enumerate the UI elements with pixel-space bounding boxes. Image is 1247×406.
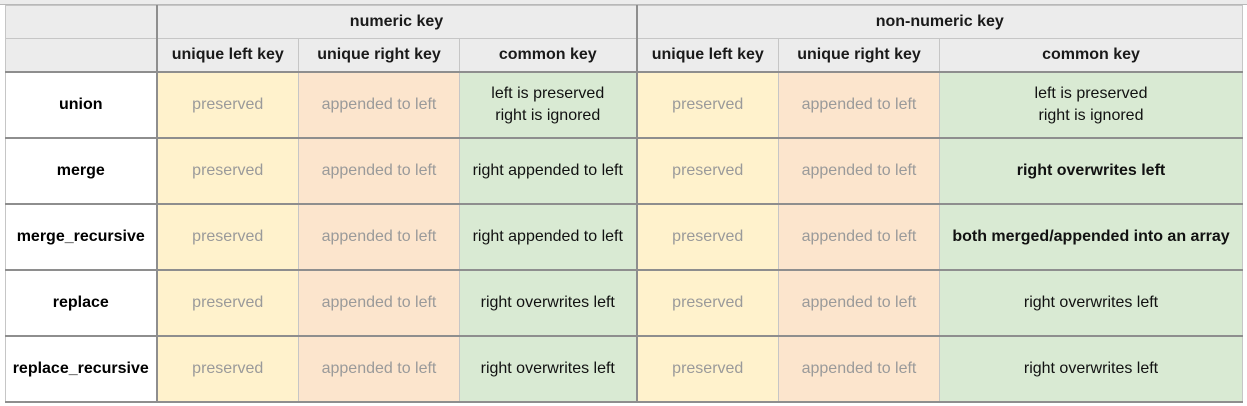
cell-non-numeric-unique-left[interactable]: preserved (636, 335, 779, 403)
cell-numeric-common[interactable]: right overwrites left (459, 335, 638, 403)
cell-line: right is ignored (1038, 106, 1144, 124)
column-header-non-numeric-unique-right[interactable]: unique right key (778, 38, 940, 73)
cell-line: right overwrites left (480, 293, 615, 311)
cell-line: left is preserved (1034, 84, 1148, 102)
cell-line: right overwrites left (1023, 293, 1159, 311)
cell-non-numeric-unique-left[interactable]: preserved (636, 71, 779, 139)
cell-non-numeric-unique-right[interactable]: appended to left (778, 335, 940, 403)
row-label[interactable]: replace (5, 269, 158, 337)
column-header-row: unique left key unique right key common … (5, 38, 1243, 73)
cell-non-numeric-common[interactable]: left is preserved right is ignored (939, 71, 1243, 139)
column-header-numeric-unique-left[interactable]: unique left key (156, 38, 299, 73)
cell-non-numeric-common[interactable]: both merged/appended into an array (939, 203, 1243, 271)
cell-non-numeric-common[interactable]: right overwrites left (939, 335, 1243, 403)
partial-row-above (0, 0, 1247, 5)
group-header-numeric[interactable]: numeric key (156, 5, 638, 39)
cell-numeric-unique-right[interactable]: appended to left (298, 203, 460, 271)
cell-line: right overwrites left (1023, 359, 1159, 377)
cell-non-numeric-unique-right[interactable]: appended to left (778, 269, 940, 337)
cell-numeric-common[interactable]: left is preserved right is ignored (459, 71, 638, 139)
cell-numeric-unique-left[interactable]: preserved (156, 269, 299, 337)
cell-line: right is ignored (495, 106, 601, 124)
cell-non-numeric-unique-left[interactable]: preserved (636, 203, 779, 271)
table-row-merge: merge preserved appended to left right a… (5, 137, 1243, 205)
cell-numeric-unique-left[interactable]: preserved (156, 203, 299, 271)
cell-non-numeric-unique-right[interactable]: appended to left (778, 71, 940, 139)
cell-line: right appended to left (472, 227, 623, 245)
cell-line: right overwrites left (1016, 161, 1166, 179)
cell-numeric-unique-right[interactable]: appended to left (298, 137, 460, 205)
cell-numeric-unique-left[interactable]: preserved (156, 137, 299, 205)
cell-non-numeric-unique-left[interactable]: preserved (636, 269, 779, 337)
table-row-replace-recursive: replace_recursive preserved appended to … (5, 335, 1243, 403)
cell-non-numeric-unique-left[interactable]: preserved (636, 137, 779, 205)
column-header-non-numeric-unique-left[interactable]: unique left key (636, 38, 779, 73)
cell-line: right appended to left (472, 161, 623, 179)
column-header-numeric-common[interactable]: common key (459, 38, 638, 73)
cell-numeric-common[interactable]: right overwrites left (459, 269, 638, 337)
cell-non-numeric-unique-right[interactable]: appended to left (778, 203, 940, 271)
group-header-row: numeric key non-numeric key (5, 5, 1243, 39)
row-label[interactable]: union (5, 71, 158, 139)
group-header-non-numeric[interactable]: non-numeric key (636, 5, 1243, 39)
cell-numeric-unique-left[interactable]: preserved (156, 71, 299, 139)
row-label[interactable]: replace_recursive (5, 335, 158, 403)
cell-numeric-unique-right[interactable]: appended to left (298, 71, 460, 139)
cell-line: right overwrites left (480, 359, 615, 377)
cell-line: both merged/appended into an array (952, 227, 1230, 245)
table-row-merge-recursive: merge_recursive preserved appended to le… (5, 203, 1243, 271)
cell-numeric-unique-left[interactable]: preserved (156, 335, 299, 403)
corner-cell[interactable] (5, 5, 158, 39)
cell-numeric-common[interactable]: right appended to left (459, 203, 638, 271)
cell-non-numeric-common[interactable]: right overwrites left (939, 269, 1243, 337)
table-row-union: union preserved appended to left left is… (5, 71, 1243, 139)
row-label[interactable]: merge_recursive (5, 203, 158, 271)
cell-numeric-unique-right[interactable]: appended to left (298, 335, 460, 403)
table-row-replace: replace preserved appended to left right… (5, 269, 1243, 337)
cell-line: left is preserved (491, 84, 605, 102)
cell-non-numeric-common[interactable]: right overwrites left (939, 137, 1243, 205)
cell-numeric-common[interactable]: right appended to left (459, 137, 638, 205)
column-header-non-numeric-common[interactable]: common key (939, 38, 1243, 73)
column-header-numeric-unique-right[interactable]: unique right key (298, 38, 460, 73)
cell-non-numeric-unique-right[interactable]: appended to left (778, 137, 940, 205)
comparison-table: numeric key non-numeric key unique left … (5, 5, 1243, 403)
row-label[interactable]: merge (5, 137, 158, 205)
cell-numeric-unique-right[interactable]: appended to left (298, 269, 460, 337)
corner-cell-2[interactable] (5, 38, 158, 73)
